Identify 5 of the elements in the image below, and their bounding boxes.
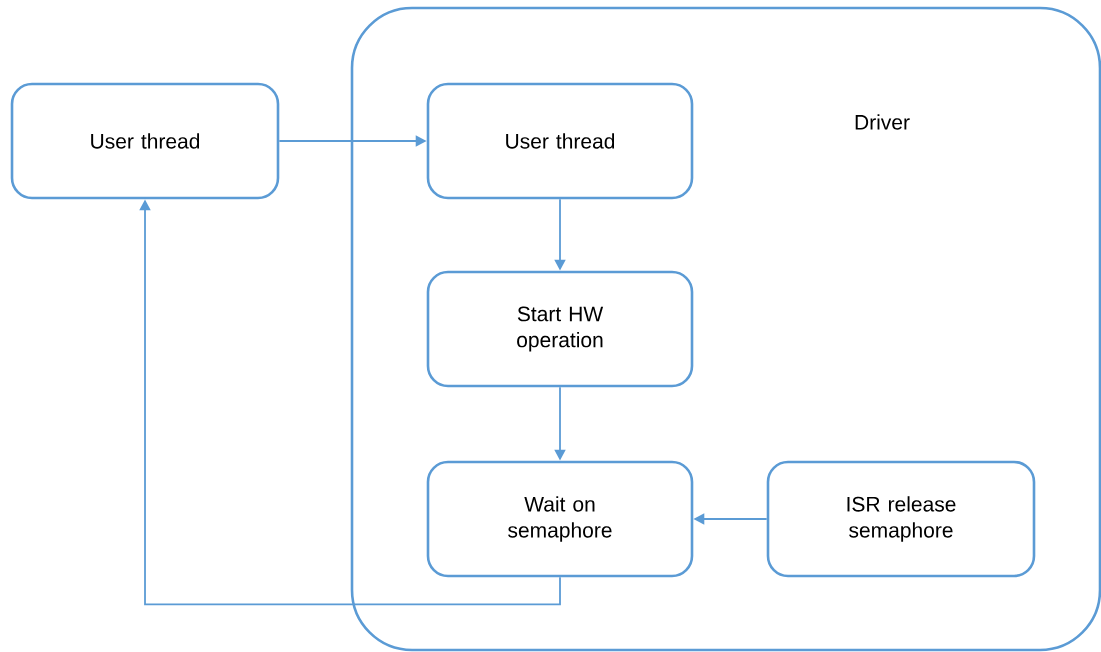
process-box: Wait on semaphore bbox=[426, 460, 694, 578]
process-box: User thread bbox=[10, 82, 280, 200]
process-box: User thread bbox=[426, 82, 694, 200]
process-box: Start HW operation bbox=[426, 270, 694, 388]
process-box: ISR release semaphore bbox=[766, 460, 1036, 578]
